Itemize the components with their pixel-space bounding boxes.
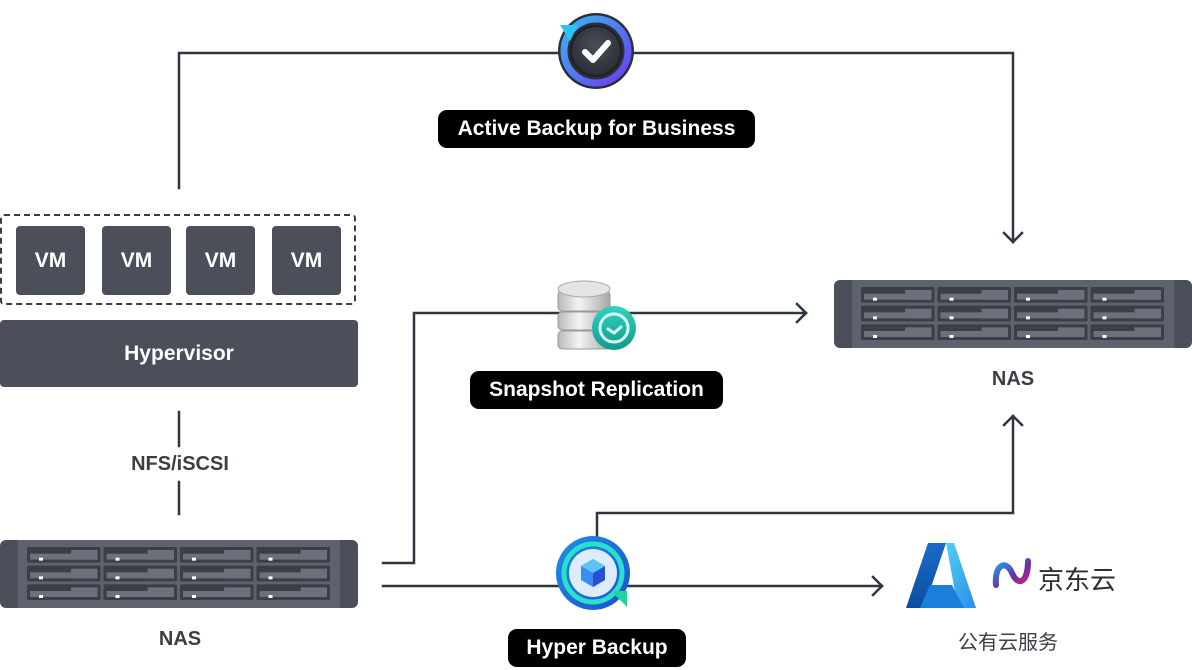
nas-drive-bay (1090, 305, 1164, 322)
nas-drive-bay (180, 547, 254, 563)
arrow-head-down (1002, 231, 1024, 244)
nas-drive-bay (27, 584, 101, 600)
nas-drive-bay (256, 547, 330, 563)
azure-logo-icon (906, 543, 976, 608)
vm-group (0, 214, 356, 305)
hyper-backup-label: Hyper Backup (508, 629, 686, 667)
vm-box: VM (16, 226, 85, 295)
arrow-head-right-1 (795, 302, 808, 324)
hypervisor-box: Hypervisor (0, 320, 358, 387)
target-nas-device (834, 280, 1192, 348)
nas-drive-bay (1014, 287, 1088, 303)
arrow-head-right-2 (871, 575, 884, 597)
nas-drive-bay (1014, 324, 1088, 340)
arrow-head-up (1002, 414, 1024, 427)
target-nas-label: NAS (991, 368, 1035, 390)
protocol-label: NFS/iSCSI (131, 453, 229, 475)
nas-chassis (0, 540, 358, 608)
snapshot-replication-label: Snapshot Replication (470, 371, 723, 409)
nas-drive-bay (861, 287, 935, 303)
jd-cloud-text: 京东云 (1038, 566, 1117, 596)
nas-drive-bay (103, 565, 177, 582)
nas-drive-bay (937, 287, 1011, 303)
active-backup-icon (556, 11, 636, 91)
nas-drive-bay (103, 547, 177, 563)
nas-drive-bay (937, 305, 1011, 322)
nas-drive-bay (256, 565, 330, 582)
nas-drive-bay (180, 565, 254, 582)
nas-drive-bay (1014, 305, 1088, 322)
nas-drive-bay (1090, 324, 1164, 340)
vm-box: VM (272, 226, 341, 295)
source-nas-device (0, 540, 358, 608)
nas-drive-bay (27, 565, 101, 582)
hyper-backup-icon (555, 535, 633, 613)
nas-drive-bay (937, 324, 1011, 340)
nas-drive-bay (256, 584, 330, 600)
vm-box: VM (186, 226, 255, 295)
nas-drive-bay (103, 584, 177, 600)
nas-drive-bay (861, 324, 935, 340)
hyper-backup-nas-line (595, 414, 1015, 542)
nas-drive-bay (27, 547, 101, 563)
jd-cloud-logo-icon (992, 555, 1034, 595)
source-nas-label: NAS (158, 628, 202, 650)
nas-drive-bay (861, 305, 935, 322)
nas-drive-bay (180, 584, 254, 600)
active-backup-label: Active Backup for Business (438, 110, 755, 148)
nas-drive-bay (1090, 287, 1164, 303)
nas-chassis (834, 280, 1192, 348)
vm-box: VM (102, 226, 171, 295)
cloud-services-label: 公有云服务 (958, 630, 1058, 654)
snapshot-replication-icon (556, 279, 638, 355)
